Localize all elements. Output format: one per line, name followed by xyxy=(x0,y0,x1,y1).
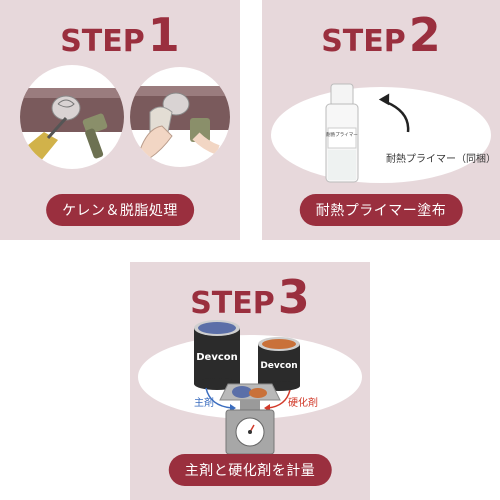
step3-word: STEP xyxy=(190,286,275,321)
bottle-label-text: 耐熱プライマー xyxy=(326,131,358,138)
step3-illustration: Devcon Devcon xyxy=(138,320,362,455)
step2-illustration: 耐熱プライマー xyxy=(271,83,491,183)
step2-oval xyxy=(271,87,491,183)
primer-bottle: 耐熱プライマー xyxy=(325,83,359,183)
hardener-label: 硬化剤 xyxy=(288,398,318,409)
step1-title: STEP1 xyxy=(0,8,240,62)
step2-number: 2 xyxy=(408,8,441,62)
scale-icon xyxy=(219,383,281,455)
right-can-brand: Devcon xyxy=(260,361,297,371)
step1-word: STEP xyxy=(60,24,145,59)
degrease-scene xyxy=(130,67,230,167)
hardener-arrow-icon xyxy=(267,389,291,409)
hardener-can: Devcon xyxy=(258,337,300,391)
step2-title: STEP2 xyxy=(262,8,500,62)
arrowhead-icon xyxy=(378,93,390,106)
curved-arrow-icon xyxy=(385,100,410,133)
wire-brush-scene xyxy=(20,65,124,169)
step1-illustration xyxy=(20,65,230,169)
step1-caption: ケレン＆脱脂処理 xyxy=(46,194,194,226)
main-agent-can: Devcon xyxy=(194,320,240,390)
main-agent-arrow-icon xyxy=(205,387,233,409)
step2-word: STEP xyxy=(321,24,406,59)
step2-caption: 耐熱プライマー塗布 xyxy=(299,194,463,226)
left-can-brand: Devcon xyxy=(196,352,238,363)
step3-panel: STEP3 Devcon Devcon xyxy=(130,262,370,500)
step1-number: 1 xyxy=(147,8,180,62)
main-agent-label: 主剤 xyxy=(194,398,214,409)
step3-title: STEP3 xyxy=(130,270,370,324)
step3-caption: 主剤と硬化剤を計量 xyxy=(168,454,332,486)
primer-label: 耐熱プライマー（同梱） xyxy=(386,154,496,165)
step1-panel: STEP1 xyxy=(0,0,240,240)
step2-panel: STEP2 耐熱プライマー 耐熱プライマー（同梱） 耐熱プライマー塗布 xyxy=(262,0,500,240)
step3-number: 3 xyxy=(277,270,310,324)
